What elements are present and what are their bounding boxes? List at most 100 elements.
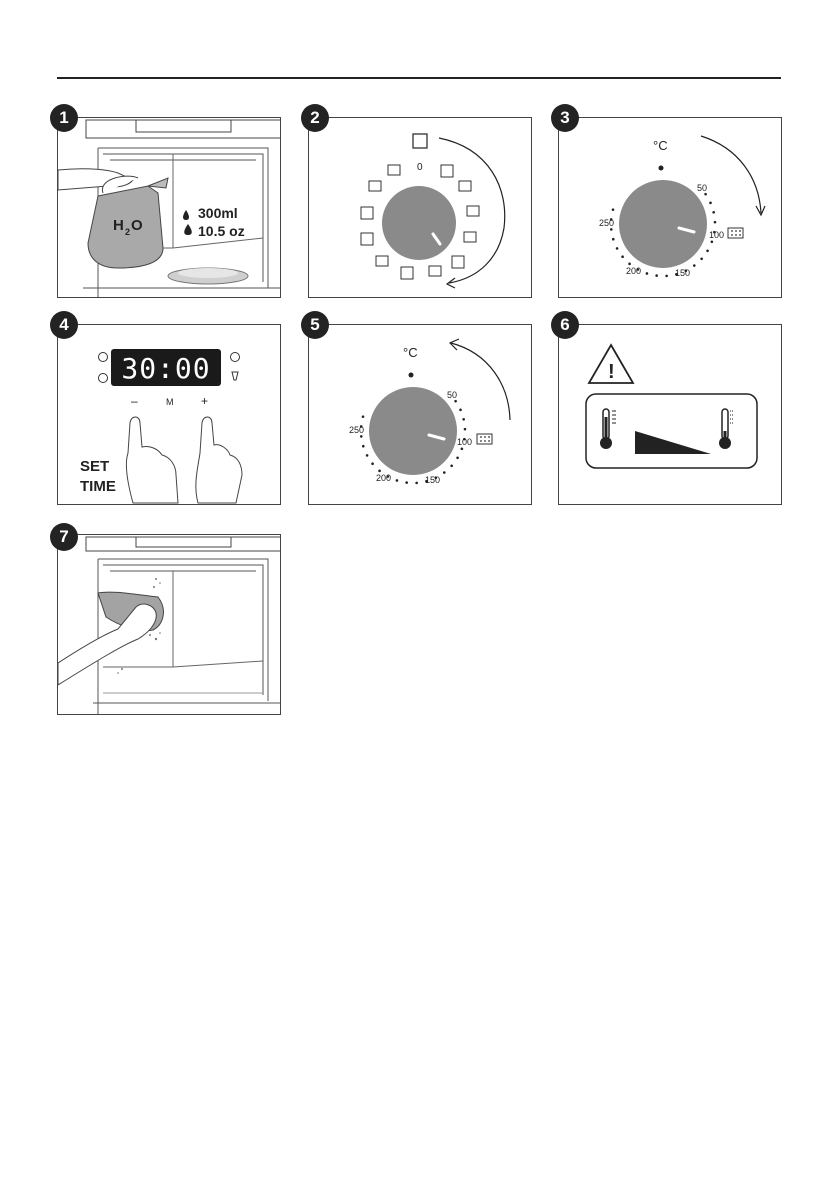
tick-250: 250 [599, 218, 614, 228]
temperature-reset-illustration: °C 50 100 150 200 250 [309, 325, 532, 505]
end-time-icon [231, 353, 240, 362]
display-time: 30:00 [121, 352, 210, 385]
decrease-wedge-icon [635, 431, 711, 454]
scale-dot [693, 264, 696, 267]
scale-dot [459, 409, 462, 412]
eco-fan-icon [401, 267, 413, 279]
oven-water-illustration: H 2 O 300ml 10.5 oz [58, 118, 281, 298]
scale-dot [700, 257, 703, 260]
scale-dot [360, 435, 363, 438]
defrost-icon [369, 181, 381, 191]
scale-dot [462, 418, 465, 421]
scale-dot [621, 255, 624, 258]
wiping-oven-illustration [58, 535, 281, 715]
step-3-panel: °C 50 100 150 200 250 [558, 117, 782, 298]
function-knob [382, 186, 456, 260]
scale-dot [616, 247, 619, 250]
cooling-warning-illustration: ! [559, 325, 782, 505]
step-5-panel: °C 50 100 150 200 250 [308, 324, 532, 505]
step-6-badge: 6 [551, 311, 579, 339]
step-1-badge: 1 [50, 104, 78, 132]
scale-dot [610, 228, 613, 231]
tick-100: 100 [457, 437, 472, 447]
temperature-knob [619, 180, 707, 268]
scale-dot [714, 221, 717, 224]
scale-dot [371, 462, 374, 465]
clock-icon [99, 374, 108, 383]
pizza-icon [361, 233, 373, 245]
step-3-badge: 3 [551, 104, 579, 132]
scale-dot [612, 238, 615, 241]
step-4-panel: 30:00 – M + SET TIME [57, 324, 281, 505]
full-grill-icon [452, 256, 464, 268]
water-subscript: 2 [125, 227, 130, 237]
scale-dot [628, 263, 631, 266]
set-label: SET [80, 458, 109, 475]
water-drop-icon [183, 210, 189, 220]
scale-dot [454, 400, 457, 403]
volume-oz: 10.5 oz [198, 223, 245, 239]
scale-dot [712, 211, 715, 214]
step-7-panel [57, 534, 281, 715]
step-6-panel: ! [558, 324, 782, 505]
tick-250: 250 [349, 425, 364, 435]
scale-dot [709, 202, 712, 205]
hand-left [126, 417, 178, 503]
minus-button: – [131, 394, 138, 408]
scale-dot [378, 470, 381, 473]
steam-icon [459, 181, 471, 191]
scale-dot [461, 447, 464, 450]
scale-dot [464, 428, 467, 431]
scale-dot [646, 272, 649, 275]
top-heat-icon [467, 206, 479, 216]
function-dial-illustration: 0 [309, 118, 532, 298]
scale-dot [612, 208, 615, 211]
scale-dot [655, 274, 658, 277]
tick-50: 50 [697, 183, 707, 193]
header-rule [57, 77, 781, 79]
hand-right [196, 417, 242, 503]
grill-icon [464, 232, 476, 242]
step-2-badge: 2 [301, 104, 329, 132]
scale-dot [711, 240, 714, 243]
scale-dot [362, 415, 365, 418]
alarm-icon [99, 353, 108, 362]
dial-zero-label: 0 [417, 162, 423, 173]
scale-dot [362, 445, 365, 448]
scale-dot [396, 479, 399, 482]
tick-200: 200 [626, 266, 641, 276]
temperature-knob [369, 387, 457, 475]
fan-grill-icon [388, 165, 400, 175]
cleaning-icon [477, 434, 492, 444]
hot-thermometer-icon [600, 409, 616, 449]
step-5-badge: 5 [301, 311, 329, 339]
step-2-panel: 0 [308, 117, 532, 298]
scale-dot [665, 275, 668, 278]
scale-dot [706, 249, 709, 252]
bottom-heat-icon [376, 256, 388, 266]
scale-dot [450, 464, 453, 467]
scale-dot [704, 193, 707, 196]
tick-150: 150 [675, 268, 690, 278]
convection-icon [361, 207, 373, 219]
cooking-time-icon [232, 372, 238, 380]
step-7-badge: 7 [50, 523, 78, 551]
tick-150: 150 [425, 475, 440, 485]
tick-50: 50 [447, 390, 457, 400]
step-1-panel: H 2 O 300ml 10.5 oz [57, 117, 281, 298]
step-4-badge: 4 [50, 311, 78, 339]
temperature-dial-illustration: °C 50 100 150 200 250 [559, 118, 782, 298]
water-o: O [131, 217, 143, 234]
unit-label: °C [403, 345, 418, 360]
unit-label: °C [653, 138, 668, 153]
scale-dot [366, 454, 369, 457]
light-icon [441, 165, 453, 177]
cool-thermometer-icon [719, 409, 734, 449]
volume-ml: 300ml [198, 205, 238, 221]
cleaning-icon [728, 228, 743, 238]
timer-illustration: 30:00 – M + SET TIME [58, 325, 281, 505]
mode-button: M [166, 397, 174, 407]
water-formula: H [113, 217, 124, 234]
time-label: TIME [80, 478, 116, 495]
water-drop-icon [184, 224, 192, 235]
